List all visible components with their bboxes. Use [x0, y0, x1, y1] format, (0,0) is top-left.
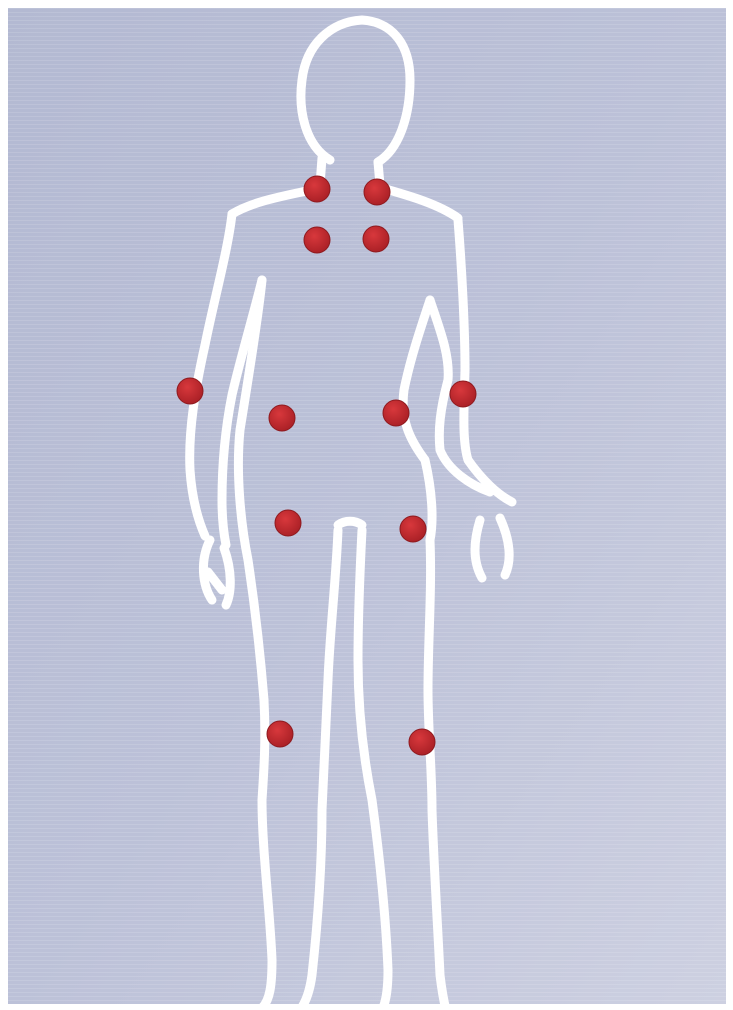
knee-left-marker [267, 721, 293, 747]
upper-back-right-marker [363, 226, 389, 252]
hip-left-marker [275, 510, 301, 536]
crotch-line [338, 521, 362, 525]
elbow-right-marker [450, 381, 476, 407]
hip-right-marker [400, 516, 426, 542]
upper-back-left-marker [304, 227, 330, 253]
background-texture [8, 8, 726, 1004]
lower-back-left-marker [269, 405, 295, 431]
elbow-left-marker [177, 378, 203, 404]
lower-back-right-marker [383, 400, 409, 426]
neck-right-marker [364, 179, 390, 205]
neck-left-marker [304, 176, 330, 202]
knee-right-marker [409, 729, 435, 755]
